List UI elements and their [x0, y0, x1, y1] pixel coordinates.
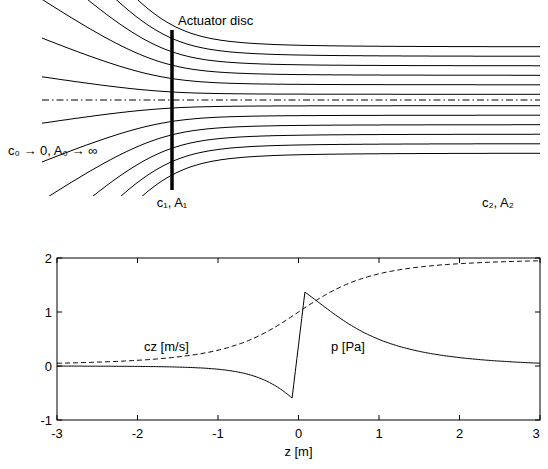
tick	[137, 415, 138, 420]
tick	[379, 258, 380, 263]
axis-ticks	[57, 258, 540, 420]
axis-title: z [m]	[284, 445, 312, 458]
streamline	[42, 0, 540, 47]
tick-label: 2	[456, 427, 463, 440]
tick	[57, 258, 58, 263]
tick	[57, 420, 62, 421]
streamline	[42, 77, 540, 95]
tick	[535, 420, 540, 421]
outlet-condition: c₂, A₂	[482, 196, 514, 209]
part-label: Actuator disc	[178, 14, 253, 27]
tick	[137, 258, 138, 263]
disc-condition: c₁, A₁	[157, 196, 187, 209]
tick	[535, 258, 540, 259]
streamline	[42, 106, 540, 124]
tick-label: -1	[40, 414, 52, 427]
tick	[218, 258, 219, 263]
tick	[298, 415, 299, 420]
inlet-condition: c₀ → 0, A₀ → ∞	[8, 144, 97, 157]
tick	[535, 312, 540, 313]
tick-label: -3	[51, 427, 63, 440]
tick	[57, 415, 58, 420]
tick-label: 0	[295, 427, 302, 440]
series-label: p [Pa]	[330, 340, 366, 353]
streamline	[42, 144, 540, 196]
tick	[535, 366, 540, 367]
tick-label: 3	[532, 427, 539, 440]
streamlines	[42, 0, 540, 196]
tick-label: -1	[212, 427, 224, 440]
pressure-curve	[57, 292, 540, 398]
actuator-disc	[170, 30, 174, 190]
tick	[298, 258, 299, 263]
streamline	[42, 153, 540, 196]
tick-label: 0	[45, 360, 52, 373]
streamline	[42, 0, 540, 75]
series-label: cz [m/s]	[143, 340, 190, 353]
tick-label: -2	[132, 427, 144, 440]
tick-label: 1	[45, 306, 52, 319]
tick	[459, 258, 460, 263]
streamline	[42, 0, 540, 56]
tick	[57, 312, 62, 313]
tick	[379, 415, 380, 420]
plot-frame	[57, 258, 540, 420]
tick	[540, 258, 541, 263]
tick-label: 2	[45, 252, 52, 265]
centerline	[42, 100, 540, 101]
tick-label: 1	[375, 427, 382, 440]
tick	[540, 415, 541, 420]
tick	[218, 415, 219, 420]
tick	[57, 258, 62, 259]
tick	[459, 415, 460, 420]
